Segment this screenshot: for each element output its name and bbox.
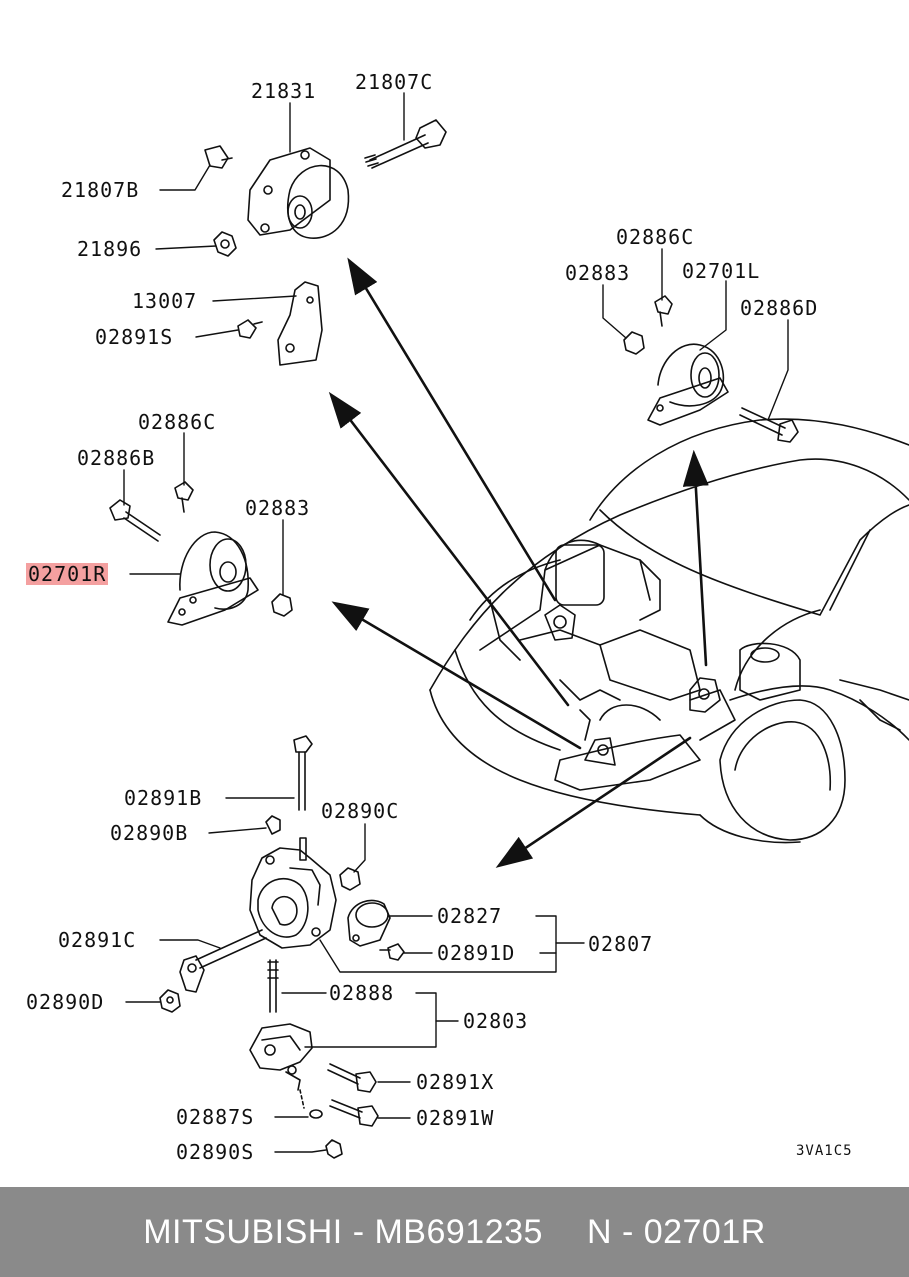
- bolt-02886c-left: [174, 481, 194, 513]
- washer-02887s: [309, 1109, 323, 1119]
- in-vehicle-mounts: [544, 604, 721, 766]
- bracket-13007: [277, 281, 323, 366]
- leader-lines: [123, 92, 789, 1153]
- label-02807: 02807: [588, 932, 654, 956]
- nut-02890c: [339, 867, 361, 891]
- label-02886b: 02886B: [77, 446, 156, 470]
- label-21896: 21896: [77, 237, 143, 261]
- bolt-02891d: [379, 943, 405, 961]
- mount-02701r: [167, 531, 259, 626]
- bolt-02886d: [739, 407, 799, 443]
- label-21807b: 21807B: [61, 178, 140, 202]
- nut-02890s: [325, 1139, 343, 1159]
- label-02890d: 02890D: [26, 990, 105, 1014]
- mount-21831: [247, 147, 350, 239]
- label-21831: 21831: [251, 79, 317, 103]
- bolt-02891x: [327, 1063, 377, 1093]
- parts-diagram: 21831 21807C 21807B 21896 13007 02891S 0…: [26, 70, 909, 1164]
- nut-02890b: [265, 815, 281, 835]
- label-02886c-left: 02886C: [138, 410, 217, 434]
- bolt-02886c-top: [654, 295, 673, 327]
- label-02701r-highlighted[interactable]: 02701R: [26, 562, 109, 586]
- footer-brand-part: MITSUBISHI - MB691235: [143, 1212, 543, 1251]
- diagram-code: 3VA1C5: [796, 1143, 853, 1159]
- stopper-02827: [347, 899, 391, 947]
- label-13007: 13007: [132, 289, 198, 313]
- label-02891c: 02891C: [58, 928, 137, 952]
- label-02890c: 02890C: [321, 799, 400, 823]
- bolt-02891s: [237, 319, 263, 339]
- bolt-21807b: [204, 145, 233, 169]
- bracket-02807: [249, 837, 337, 949]
- nut-21896: [213, 231, 237, 257]
- bolt-02891b: [293, 735, 313, 811]
- label-02891x: 02891X: [416, 1070, 495, 1094]
- label-02827: 02827: [437, 904, 503, 928]
- label-21807c: 21807C: [355, 70, 434, 94]
- label-02890s: 02890S: [176, 1140, 255, 1164]
- bolt-02891c: [179, 929, 267, 993]
- label-02886c-top: 02886C: [616, 225, 695, 249]
- label-02888: 02888: [329, 981, 395, 1005]
- label-02886d: 02886D: [740, 296, 819, 320]
- label-02887s: 02887S: [176, 1105, 255, 1129]
- nut-02890d: [159, 989, 181, 1013]
- nut-02883-left: [271, 593, 293, 617]
- footer-bar: MITSUBISHI - MB691235 N - 02701R: [0, 1187, 909, 1277]
- label-02883-top: 02883: [565, 261, 631, 285]
- label-02803: 02803: [463, 1009, 529, 1033]
- label-02701l: 02701L: [682, 259, 761, 283]
- label-02891d: 02891D: [437, 941, 516, 965]
- pointer-arrows: [328, 257, 709, 868]
- bolt-02891w: [329, 1099, 379, 1127]
- mount-02701l: [647, 343, 729, 426]
- footer-reference: N - 02701R: [586, 1212, 766, 1251]
- label-02891b: 02891B: [124, 786, 203, 810]
- label-02890b: 02890B: [110, 821, 189, 845]
- bolt-21807c: [364, 119, 447, 169]
- bolt-02886b: [109, 499, 161, 542]
- nut-02883-top: [623, 331, 645, 355]
- vehicle-body-outline: [429, 418, 909, 844]
- label-02891s: 02891S: [95, 325, 174, 349]
- diagram-drawing: [109, 92, 909, 1159]
- label-02883-left: 02883: [245, 496, 311, 520]
- bracket-02803: [249, 1023, 313, 1091]
- label-02891w: 02891W: [416, 1106, 495, 1130]
- stud-02888: [267, 959, 279, 1013]
